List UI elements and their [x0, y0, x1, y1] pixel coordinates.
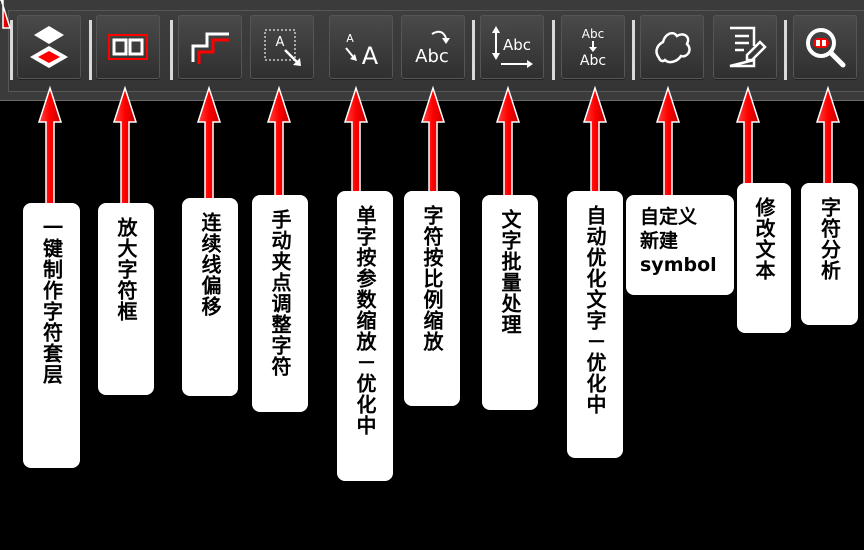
- label-batch: 文字批量处理: [482, 195, 538, 410]
- optimize-abc-icon: Abc Abc: [580, 27, 606, 69]
- toolbar-separator: [632, 20, 635, 80]
- arrow-icon: [495, 85, 521, 198]
- magnifier-icon: [806, 28, 846, 68]
- arrow-icon: [343, 85, 369, 194]
- arrow-icon: [266, 85, 292, 198]
- manual-adjust-button[interactable]: A: [250, 15, 314, 79]
- arrow-icon: [0, 0, 12, 29]
- arrow-icon: [37, 85, 63, 206]
- arrow-icon: [582, 85, 608, 194]
- offset-button[interactable]: [178, 15, 242, 79]
- toolbar: A A A Abc Abc: [0, 0, 864, 101]
- toolbar-separator: [170, 20, 173, 80]
- ratio-scale-button[interactable]: Abc: [401, 15, 465, 79]
- label-offset: 连续线偏移: [182, 198, 238, 396]
- edit-text-button[interactable]: [713, 15, 777, 79]
- label-ratio-scale: 字符按比例缩放: [404, 191, 460, 406]
- arrow-icon: [112, 85, 138, 206]
- svg-text:Abc: Abc: [580, 53, 606, 69]
- arrow-icon: [815, 85, 841, 186]
- arrow-icon: [735, 85, 761, 186]
- label-auto-optimize: 自动优化文字－优化中: [567, 191, 623, 458]
- label-zoom-box: 放大字符框: [98, 203, 154, 395]
- param-scale-button[interactable]: A A: [329, 15, 393, 79]
- layer-stack-icon: [30, 26, 68, 68]
- svg-text:A: A: [276, 35, 285, 50]
- analyze-button[interactable]: [793, 15, 857, 79]
- svg-text:A: A: [346, 32, 354, 45]
- arrow-icon: [196, 85, 222, 201]
- svg-text:Abc: Abc: [582, 27, 604, 41]
- toolbar-separator: [10, 20, 13, 80]
- offset-line-icon: [191, 32, 229, 64]
- new-symbol-button[interactable]: [640, 15, 704, 79]
- toolbar-separator: [89, 20, 92, 80]
- layer-button[interactable]: [17, 15, 81, 79]
- toolbar-separator: [472, 20, 475, 80]
- batch-abc-icon: Abc: [492, 26, 533, 68]
- grip-adjust-icon: A: [264, 29, 301, 66]
- toolbar-separator: [784, 20, 787, 80]
- toolbar-separator: [552, 20, 555, 80]
- svg-text:Abc: Abc: [503, 36, 531, 54]
- ratio-abc-icon: Abc: [415, 30, 450, 67]
- label-edit-text: 修改文本: [737, 183, 791, 333]
- svg-text:Abc: Abc: [415, 46, 449, 67]
- svg-text:A: A: [362, 42, 379, 70]
- scale-letter-icon: A A: [345, 32, 379, 70]
- label-manual-adjust: 手动夹点调整字符: [252, 195, 308, 412]
- arrow-icon: [655, 85, 681, 198]
- batch-text-button[interactable]: Abc: [480, 15, 544, 79]
- label-new-symbol: 自定义 新建 symbol: [626, 195, 734, 295]
- auto-optimize-button[interactable]: Abc Abc: [561, 15, 625, 79]
- symbol-shape-icon: [655, 31, 691, 64]
- label-layer: 一键制作字符套层: [23, 203, 80, 468]
- char-box-icon: [108, 34, 148, 60]
- edit-document-icon: [729, 26, 767, 68]
- zoom-box-button[interactable]: [96, 15, 160, 79]
- label-param-scale: 单字按参数缩放－优化中: [337, 191, 393, 481]
- arrow-icon: [420, 85, 446, 194]
- label-analyze: 字符分析: [801, 183, 858, 325]
